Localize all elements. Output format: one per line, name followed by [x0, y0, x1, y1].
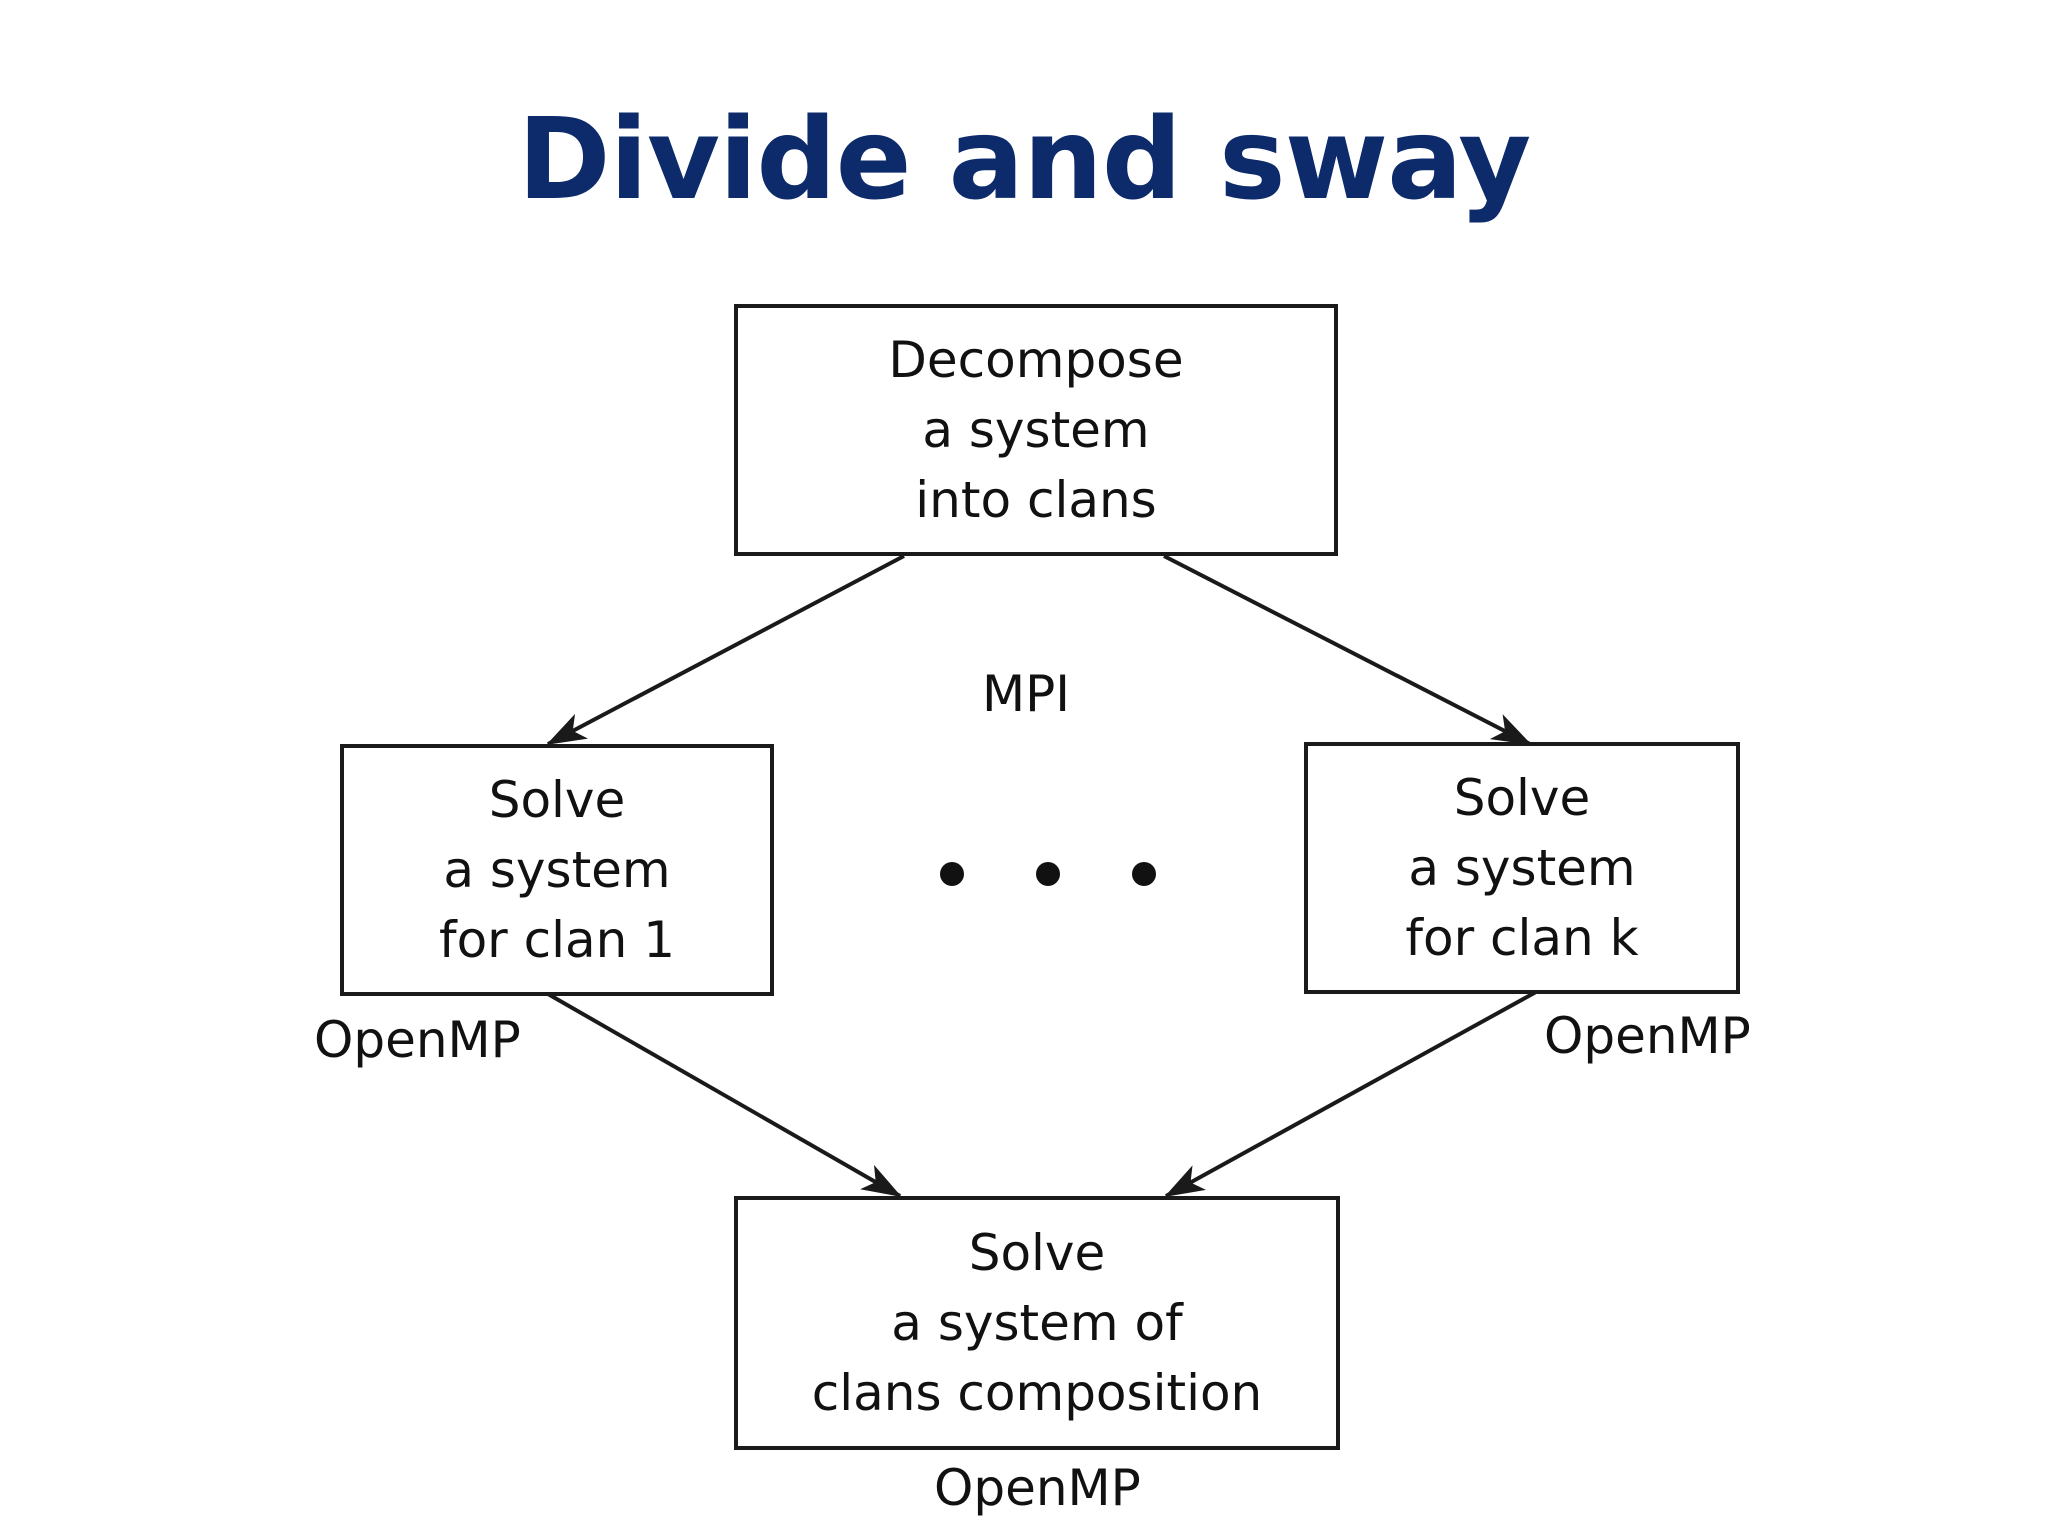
ellipsis-dot-1: [940, 862, 964, 886]
solve-clan-1-line-3: for clan 1: [438, 911, 676, 969]
solve-clan-k-line-2: a system: [1408, 839, 1636, 897]
solve-clan-k-line-3: for clan k: [1405, 909, 1639, 967]
solve-clan-1-line-1: Solve: [488, 771, 626, 829]
decompose-line-1: Decompose: [888, 331, 1184, 389]
openmp-label-bottom: OpenMP: [934, 1459, 1141, 1517]
decompose-line-2: a system: [922, 401, 1150, 459]
arrow-clan-k-to-composition: [1164, 990, 1537, 1198]
openmp-label-right: OpenMP: [1544, 1007, 1751, 1065]
solve-clan-1-line-2: a system: [443, 841, 671, 899]
composition-line-3: clans composition: [811, 1364, 1263, 1422]
decompose-line-3: into clans: [915, 471, 1157, 529]
mpi-label: MPI: [982, 665, 1071, 723]
composition-line-2: a system of: [891, 1294, 1183, 1352]
solve-clan-1-box: Solve a system for clan 1: [340, 744, 774, 996]
solve-clan-k-line-1: Solve: [1453, 769, 1591, 827]
arrow-decompose-to-clan-1: [546, 554, 905, 746]
decompose-box: Decompose a system into clans: [734, 304, 1338, 556]
solve-clan-k-box: Solve a system for clan k: [1304, 742, 1740, 994]
ellipsis-dot-3: [1132, 862, 1156, 886]
ellipsis-dot-2: [1036, 862, 1060, 886]
solve-composition-box: Solve a system of clans composition: [734, 1196, 1340, 1450]
arrow-decompose-to-clan-k: [1163, 554, 1532, 746]
composition-line-1: Solve: [968, 1224, 1106, 1282]
openmp-label-left: OpenMP: [314, 1011, 521, 1069]
slide-title: Divide and sway: [517, 95, 1532, 225]
arrow-clan-1-to-composition: [547, 992, 902, 1198]
